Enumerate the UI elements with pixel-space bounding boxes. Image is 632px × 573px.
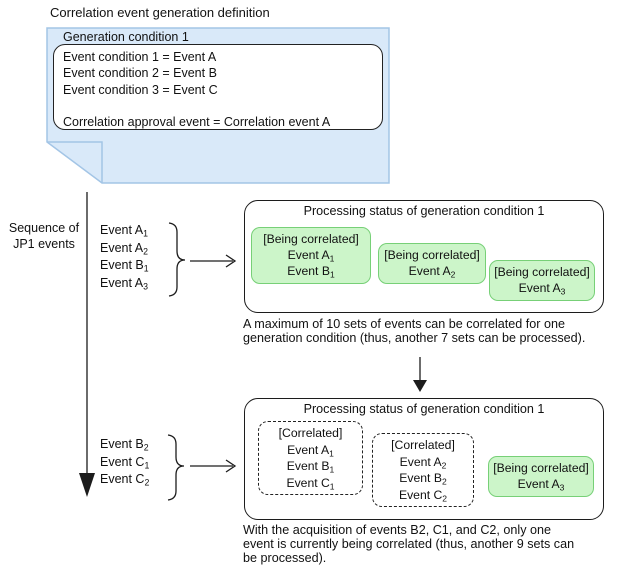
set-event: Event B1 xyxy=(287,264,335,280)
set-event: Event B1 xyxy=(286,459,335,475)
set-event: Event B2 xyxy=(399,471,447,487)
set-event: Event C2 xyxy=(398,487,448,503)
caption-line: be processed). xyxy=(243,551,327,565)
correlation-set-correlated: [Correlated] Event A1 Event B1 Event C1 xyxy=(258,421,363,495)
processing-box-title: Processing status of generation conditio… xyxy=(303,402,545,416)
caption-line: generation condition (thus, another 7 se… xyxy=(243,331,586,345)
set-status: [Being correlated] xyxy=(384,248,480,262)
sequence-event: Event A3 xyxy=(100,275,148,292)
sequence-event: Event A1 xyxy=(100,223,148,239)
incoming-events-stage2: Event B2 Event C1 Event C2 xyxy=(100,436,149,489)
page-title: Correlation event generation definition xyxy=(50,5,270,20)
set-status: [Correlated] xyxy=(278,426,343,440)
stage2-caption: With the acquisition of events B2, C1, a… xyxy=(243,523,574,565)
caption-line: event is currently being correlated (thu… xyxy=(243,537,575,551)
caption-line: With the acquisition of events B2, C1, a… xyxy=(243,523,552,537)
arrow-right-head-icon xyxy=(225,459,237,473)
set-status: [Correlated] xyxy=(391,438,455,452)
sequence-label-line: Sequence of xyxy=(8,221,80,235)
sequence-event: Event C1 xyxy=(100,454,150,471)
set-event: Event A1 xyxy=(287,442,334,458)
sequence-event: Event A2 xyxy=(100,240,148,257)
correlation-set-being-correlated: [Being correlated] Event A1 Event B1 xyxy=(251,227,371,284)
timeline-arrowhead-icon xyxy=(79,473,95,497)
set-event: Event C1 xyxy=(286,475,335,491)
sequence-event: Event B1 xyxy=(100,258,149,274)
sequence-event: Event C2 xyxy=(100,472,150,488)
processing-box-title: Processing status of generation conditio… xyxy=(303,204,545,218)
spacer xyxy=(63,98,382,114)
correlation-set-being-correlated: [Being correlated] Event A3 xyxy=(489,260,595,301)
definition-box: Event condition 1 = Event A Event condit… xyxy=(53,44,383,130)
brace-icon xyxy=(168,222,186,297)
caption-line: A maximum of 10 sets of events can be co… xyxy=(243,317,566,331)
arrow-right-head-icon xyxy=(225,254,237,268)
set-event: Event A2 xyxy=(408,264,456,280)
event-condition: Event condition 1 = Event A xyxy=(63,50,217,64)
correlation-set-being-correlated: [Being correlated] Event A3 xyxy=(488,456,594,497)
stage1-caption: A maximum of 10 sets of events can be co… xyxy=(243,317,585,345)
sequence-label-line: JP1 events xyxy=(13,236,75,251)
correlation-set-correlated: [Correlated] Event A2 Event B2 Event C2 xyxy=(372,433,474,507)
correlation-set-being-correlated: [Being correlated] Event A2 xyxy=(378,243,486,284)
set-event: Event A3 xyxy=(518,281,566,297)
set-status: [Being correlated] xyxy=(263,232,359,246)
sequence-label: Sequence of JP1 events xyxy=(0,221,88,252)
generation-condition-header: Generation condition 1 xyxy=(63,30,189,44)
set-event: Event A2 xyxy=(399,454,447,470)
correlation-approval-line: Correlation approval event = Correlation… xyxy=(63,115,331,130)
event-condition: Event condition 3 = Event C xyxy=(63,82,218,97)
incoming-events-stage1: Event A1 Event A2 Event B1 Event A3 xyxy=(100,222,149,292)
event-condition: Event condition 2 = Event B xyxy=(63,66,217,81)
callout-fold-line xyxy=(47,141,103,183)
sequence-event: Event B2 xyxy=(100,437,149,453)
set-event: Event A3 xyxy=(517,477,565,493)
arrow-down-head-icon xyxy=(413,380,427,392)
set-event: Event A1 xyxy=(287,248,335,264)
brace-icon xyxy=(167,434,185,501)
set-status: [Being correlated] xyxy=(494,265,590,279)
set-status: [Being correlated] xyxy=(493,461,589,475)
